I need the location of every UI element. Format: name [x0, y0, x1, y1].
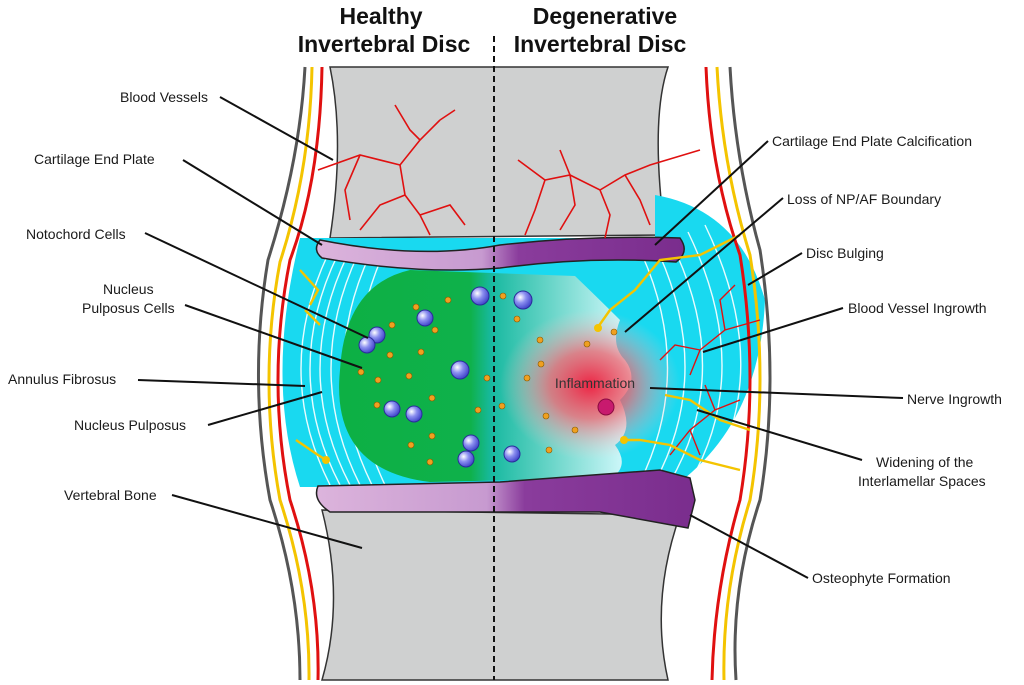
lower-cartilage-end-plate [315, 469, 696, 529]
label-disc-bulging: Disc Bulging [806, 245, 884, 261]
upper-vertebral-bone [329, 66, 670, 239]
inflamed-cell [597, 398, 615, 416]
vessel-ingrowth [659, 284, 761, 456]
title-degenerative-line2: Invertebral Disc [514, 31, 687, 57]
upper-cartilage-end-plate [315, 236, 685, 271]
title-healthy-line2: Invertebral Disc [298, 31, 471, 57]
leader-lines-left [137, 96, 369, 549]
leader-lines-right [624, 140, 904, 579]
inflammation-zone [500, 310, 680, 460]
label-widening-1: Widening of the [876, 454, 973, 470]
notochord-cells [358, 286, 533, 468]
label-vertebral-bone: Vertebral Bone [64, 487, 157, 503]
inflammation-label: Inflammation [555, 375, 635, 391]
label-nerve-ingrowth: Nerve Ingrowth [907, 391, 1002, 407]
nerve-ending [322, 456, 330, 464]
nerve-ingrowth [295, 233, 751, 472]
title-healthy-line1: Healthy [339, 3, 422, 29]
label-cep-calcification: Cartilage End Plate Calcification [772, 133, 972, 149]
blood-vessels [317, 104, 701, 239]
label-nucleus-pulposus: Nucleus Pulposus [74, 417, 186, 433]
nucleus-pulposus-cells [357, 292, 618, 466]
label-nucleus-pulposus-cells-1: Nucleus [103, 281, 154, 297]
label-blood-vessel-ingrowth: Blood Vessel Ingrowth [848, 300, 987, 316]
lower-vertebral-bone [321, 509, 682, 681]
nerve-ending [594, 324, 602, 332]
right-boundary [704, 66, 772, 681]
label-annulus-fibrosus: Annulus Fibrosus [8, 371, 116, 387]
title-degenerative-line1: Degenerative [533, 3, 677, 29]
label-osteophyte: Osteophyte Formation [812, 570, 951, 586]
label-nucleus-pulposus-cells-2: Pulposus Cells [82, 300, 175, 316]
label-np-af-boundary: Loss of NP/AF Boundary [787, 191, 941, 207]
label-cartilage-end-plate: Cartilage End Plate [34, 151, 155, 167]
label-blood-vessels: Blood Vessels [120, 89, 208, 105]
nerve-ending [620, 436, 628, 444]
label-widening-2: Interlamellar Spaces [858, 473, 986, 489]
left-boundary [257, 66, 324, 681]
label-notochord-cells: Notochord Cells [26, 226, 126, 242]
